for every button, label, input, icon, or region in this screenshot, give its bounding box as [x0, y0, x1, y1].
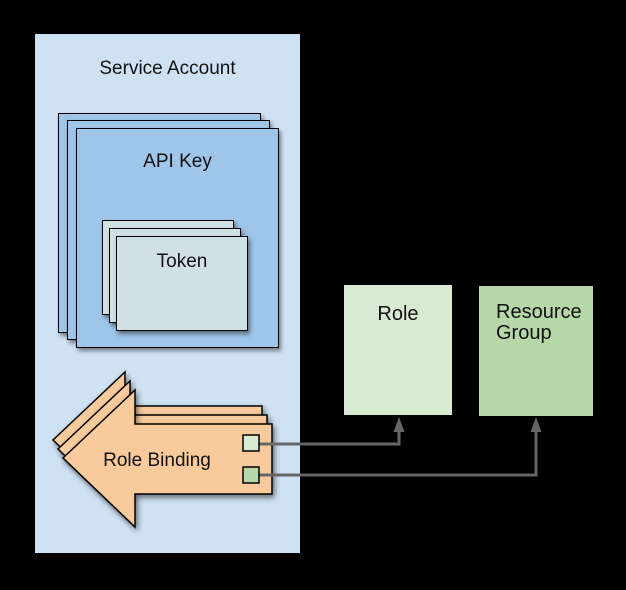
token-card: Token — [116, 236, 248, 331]
connector-to-role-arrowhead-icon — [393, 417, 405, 432]
role-box: Role — [344, 285, 452, 415]
connector-to-resource-group — [259, 431, 538, 477]
resource-group-box: Resource Group — [479, 286, 593, 416]
api-key-label: API Key — [143, 151, 212, 172]
resource-group-label: Resource Group — [496, 301, 582, 344]
service-account-label: Service Account — [99, 58, 236, 79]
connector-to-resource-group-arrowhead-icon — [530, 417, 542, 432]
token-label: Token — [156, 251, 208, 272]
role-label: Role — [377, 303, 419, 325]
